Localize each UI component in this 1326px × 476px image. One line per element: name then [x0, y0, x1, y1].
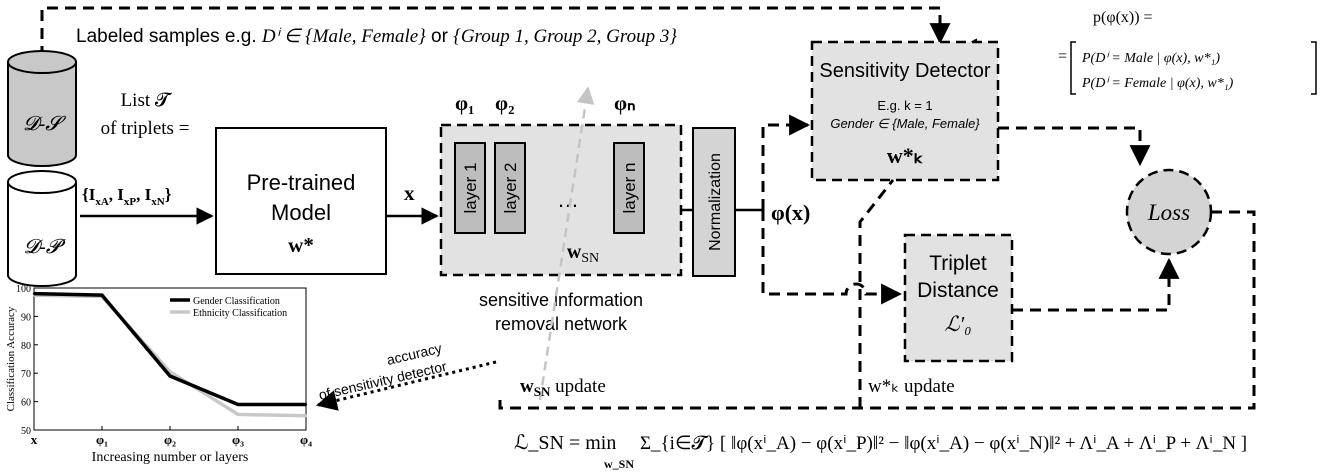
top-label: Labeled samples e.g. Dⁱ ∈ {Male, Female}… [76, 26, 677, 47]
pretrained-line2: Model [271, 200, 331, 225]
accuracy-caption-2: of sensitivity detector [317, 358, 448, 403]
x-label: x [404, 181, 415, 205]
triplet-line2: Distance [917, 279, 999, 302]
gray-feedback-line [538, 86, 595, 401]
svg-text:of triplets =: of triplets = [101, 118, 190, 139]
database-sensitive-label: 𝓓-𝓢 [23, 113, 66, 135]
normalization-label: Normalization [707, 153, 724, 251]
detector-weight: w*ₖ [887, 143, 924, 168]
probability-expression: p(φ(x)) = = P(Dⁱ = Male | φ(x), w*₁) P(D… [1058, 9, 1317, 95]
y-tick-label-5: 100 [16, 284, 31, 295]
x-tick-label-3: φ₃ [232, 432, 244, 447]
sensitivity-detector-box [810, 40, 1000, 182]
x-tick-label-4: φ₄ [300, 432, 312, 447]
series-0-point-0 [32, 292, 36, 295]
triplet-to-loss [1012, 257, 1180, 312]
loss-formula-sub: w_SN [604, 457, 634, 471]
phi-n: φₙ [614, 91, 635, 115]
loss-formula: ℒ_SN = min [514, 432, 616, 454]
detector-update-line [858, 179, 895, 408]
branch-to-triplet [761, 210, 903, 305]
sin-caption-1: sensitive information [479, 290, 643, 310]
phi-x-label: φ(x) [771, 200, 810, 225]
x-tick-label-1: φ₁ [96, 432, 108, 447]
series-1-point-4 [304, 414, 308, 417]
y-tick-label-1: 60 [21, 398, 31, 409]
loss-label: Loss [1147, 200, 1190, 225]
y-tick-label-2: 70 [21, 369, 31, 380]
svg-text:p(φ(x)) =: p(φ(x)) = [1093, 9, 1153, 26]
x-tick-label-2: φ₂ [164, 432, 176, 447]
layer-2-label: layer 2 [501, 162, 520, 213]
svg-text:=: = [1058, 48, 1067, 65]
loss-formula-rhs: Σ_{i∈𝓣} [ ‖φ(xⁱ_A) − φ(xⁱ_P)‖² − ‖φ(xⁱ_A… [640, 433, 1247, 454]
legend-label-1: Ethnicity Classification [193, 308, 287, 319]
series-0-point-1 [100, 293, 104, 297]
y-axis-label: Classification Accuracy [5, 306, 17, 411]
svg-text:{IxA, IxP, IxN}: {IxA, IxP, IxN} [82, 185, 172, 208]
database-primary: 𝓓-𝓟 [7, 170, 77, 287]
layer-1 [454, 142, 486, 234]
phi-2: φ₂ [495, 91, 514, 115]
branch-to-detector [761, 114, 811, 210]
loss-feedback [498, 210, 1256, 410]
x-tick-label-0: x [31, 432, 38, 447]
series-0-point-3 [236, 403, 240, 406]
legend-label-0: Gender Classification [193, 296, 280, 307]
detector-title: Sensitivity Detector [819, 60, 991, 82]
triplet-symbol: ℒ′₀ [944, 312, 971, 336]
layer-2 [494, 142, 526, 234]
triplet-line1: Triplet [929, 252, 987, 275]
database-primary-label: 𝓓-𝓟 [24, 236, 66, 258]
y-tick-label-3: 80 [21, 341, 31, 352]
wk-update: w*ₖ update [868, 376, 955, 397]
y-tick-label-0: 50 [21, 426, 31, 437]
sin-caption-2: removal network [495, 314, 628, 334]
detector-to-loss [998, 126, 1151, 167]
series-0-point-4 [304, 403, 308, 406]
wsn-update: wSN update [520, 376, 606, 399]
series-0-point-2 [168, 374, 172, 378]
x-axis-label: Increasing number or layers [92, 450, 249, 465]
detector-eg: E.g. k = 1 [877, 98, 932, 113]
detector-gender: Gender ∈ {Male, Female} [830, 116, 980, 131]
layer-ellipsis: … [557, 187, 579, 212]
pretrained-weight: w* [288, 233, 314, 257]
normalization-box [692, 127, 736, 277]
layer-1-label: layer 1 [461, 162, 480, 213]
svg-text:List 𝓣: List 𝓣 [121, 90, 173, 111]
layer-n [613, 142, 645, 234]
series-1-point-3 [236, 413, 240, 416]
layer-n-label: layer n [620, 162, 639, 213]
triplet-distance-box [903, 233, 1014, 363]
svg-text:P(Dⁱ = Female | φ(x), w*₁): P(Dⁱ = Female | φ(x), w*₁) [1081, 76, 1234, 91]
y-tick-label-4: 90 [21, 312, 31, 323]
svg-text:P(Dⁱ = Male | φ(x), w*₁): P(Dⁱ = Male | φ(x), w*₁) [1081, 51, 1220, 66]
database-sensitive: 𝓓-𝓢 [7, 50, 77, 167]
triplet-list-label: List 𝓣 of triplets = {IxA, IxP, IxN} [82, 90, 189, 208]
accuracy-chart: 50 60 70 80 90 100 x φ₁ φ₂ φ₃ φ₄ Increasing number … [5, 284, 312, 465]
pretrained-model-box [215, 127, 387, 275]
pretrained-line1: Pre-trained [247, 170, 356, 195]
accuracy-arrow [315, 360, 497, 411]
series-1-point-2 [168, 370, 172, 373]
phi-1: φ₁ [455, 91, 474, 115]
